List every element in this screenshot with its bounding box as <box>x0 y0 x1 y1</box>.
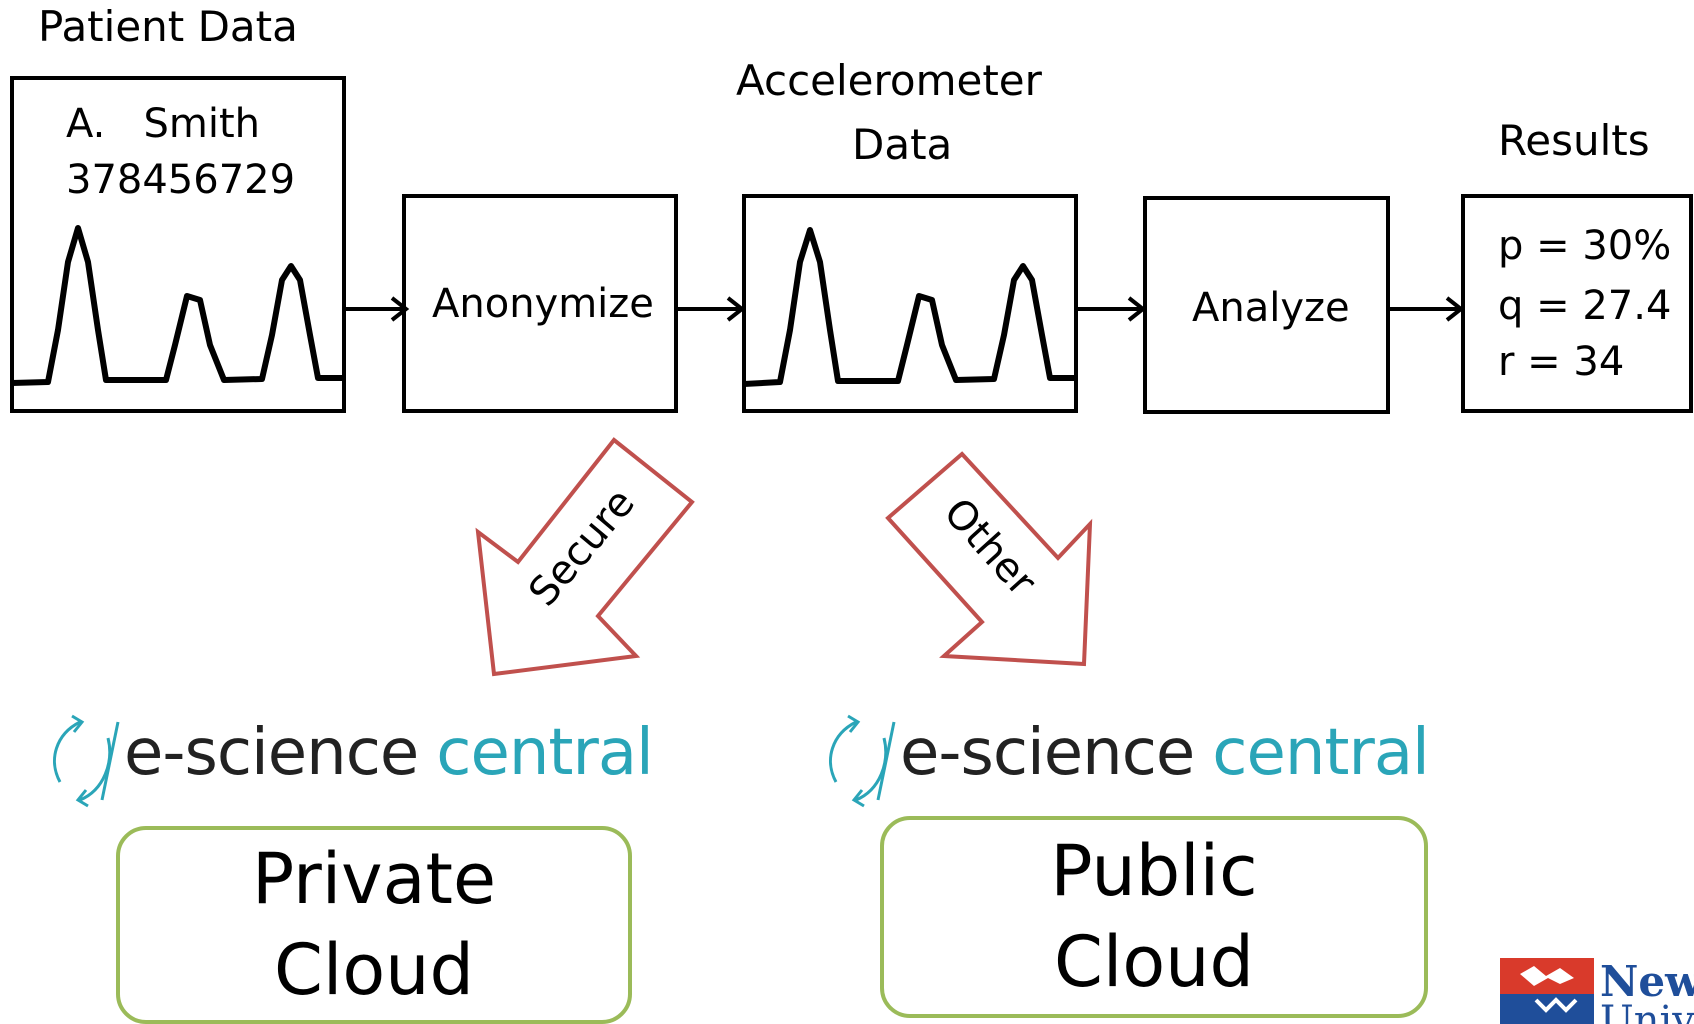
private-cloud-box: Private Cloud <box>116 826 632 1024</box>
anonymize-label: Anonymize <box>432 281 654 327</box>
patient-signal-waveform <box>11 225 344 386</box>
public-cloud-box: Public Cloud <box>880 816 1428 1018</box>
result-q: q = 27.4 <box>1498 283 1672 329</box>
result-p: p = 30% <box>1498 223 1672 269</box>
accelerometer-heading-line2: Data <box>852 120 953 169</box>
escience-central-logo-private: e-science central <box>124 716 654 790</box>
analyze-box <box>1143 196 1390 414</box>
university-logo-text-line2: Univ <box>1600 998 1694 1024</box>
accelerometer-data-box <box>742 194 1078 413</box>
results-box <box>1461 194 1693 413</box>
patient-data-box <box>10 76 346 413</box>
public-cloud-line1: Public <box>1050 830 1258 912</box>
secure-route-arrow <box>475 437 695 677</box>
anonymize-box <box>402 194 678 413</box>
private-cloud-line1: Private <box>251 838 497 920</box>
patient-id: 378456729 <box>66 157 296 203</box>
logo-word-escience: e-science <box>900 716 1195 790</box>
other-route-arrow <box>885 451 1093 667</box>
logo-word-central: central <box>1212 716 1430 790</box>
public-cloud-line2: Cloud <box>1054 921 1254 1003</box>
university-logo-text-line1: New <box>1600 957 1694 1006</box>
analyze-label: Analyze <box>1192 285 1350 331</box>
escience-swirl-icon <box>53 714 120 808</box>
accelerometer-signal-waveform <box>743 227 1076 387</box>
patient-name: A. Smith <box>66 101 261 147</box>
escience-central-logo-public: e-science central <box>900 716 1430 790</box>
escience-swirl-icon <box>829 714 896 808</box>
patient-data-heading: Patient Data <box>38 2 298 51</box>
results-heading: Results <box>1498 116 1650 165</box>
logo-word-central: central <box>436 716 654 790</box>
logo-word-escience: e-science <box>124 716 419 790</box>
university-logo: New Univ <box>1500 957 1694 1024</box>
result-r: r = 34 <box>1498 339 1625 385</box>
connector-arrows <box>346 296 1465 322</box>
private-cloud-line2: Cloud <box>274 929 474 1011</box>
accelerometer-heading-line1: Accelerometer <box>736 56 1042 105</box>
